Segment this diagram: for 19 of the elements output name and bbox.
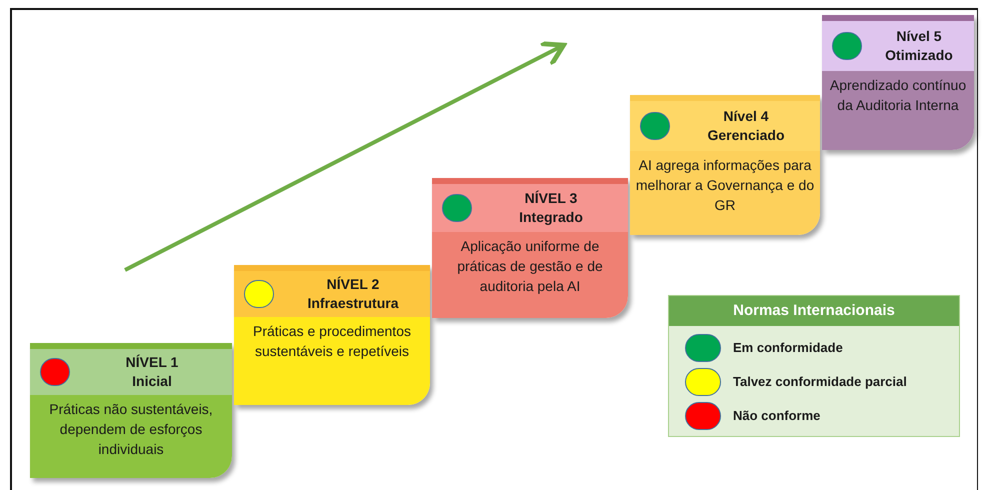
level-heading: NÍVEL 1 Inicial (124, 353, 180, 391)
level-heading: Nível 5 Otimizado (884, 27, 954, 65)
legend-text: Em conformidade (733, 339, 843, 358)
level-description: AI agrega informações para melhorar a Governança e do GR (634, 156, 816, 215)
level-heading: NÍVEL 2 Infraestrutura (306, 275, 400, 313)
level-card (234, 265, 430, 405)
legend-text: Não conforme (733, 407, 820, 426)
level-heading: Nível 4 Gerenciado (706, 107, 786, 145)
level-card (432, 178, 628, 318)
level-card (822, 15, 974, 150)
level-description: Aprendizado contínuo da Auditoria Interna (828, 76, 968, 115)
legend-text: Talvez conformidade parcial (733, 373, 907, 392)
legend-title: Normas Internacionais (733, 300, 895, 321)
level-description: Aplicação uniforme de práticas de gestão e de auditoria pela AI (456, 237, 604, 296)
level-heading: NÍVEL 3 Integrado (518, 189, 584, 227)
level-card (630, 95, 820, 235)
level-description: Práticas e procedimentos sustentáveis e repetíveis (252, 322, 412, 361)
level-description: Práticas não sustentáveis, dependem de esforços individuais (48, 400, 214, 459)
level-card (30, 343, 232, 478)
